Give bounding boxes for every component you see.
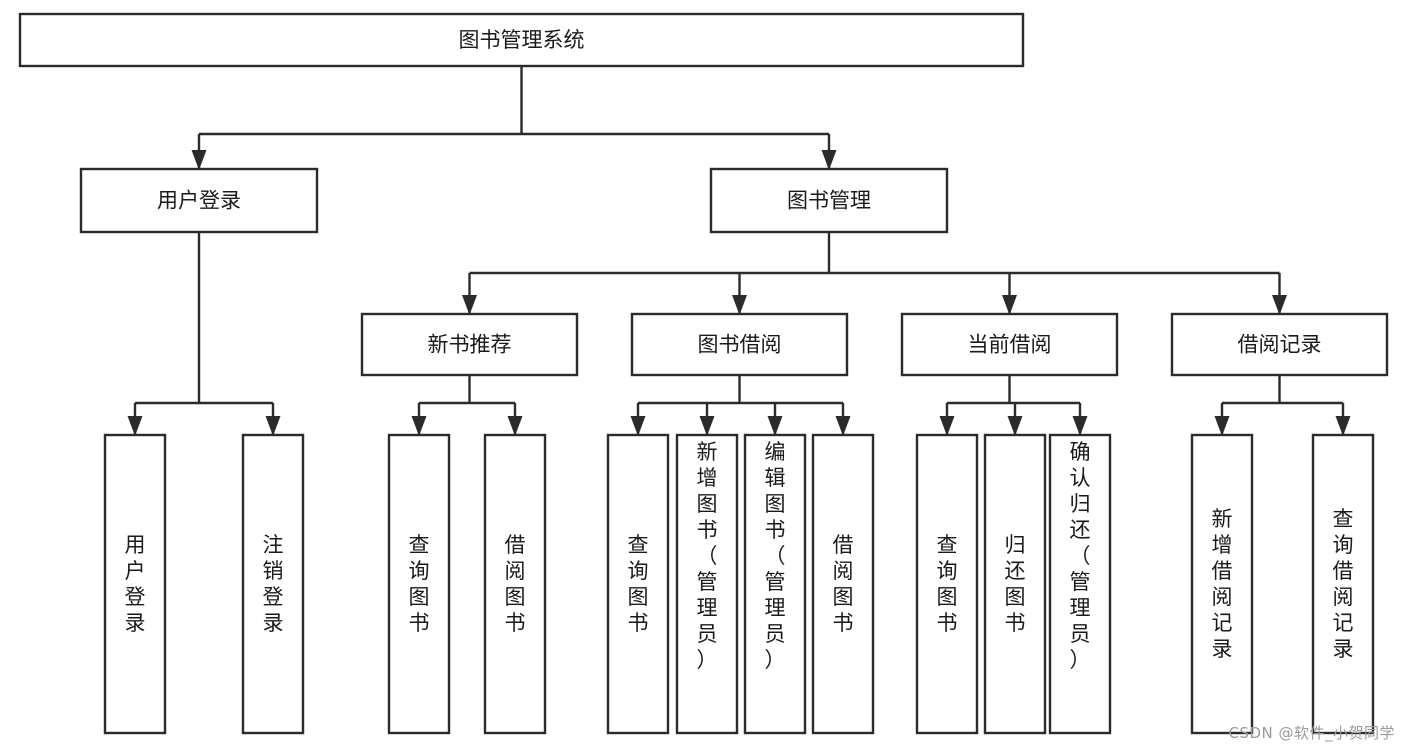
watermark-label: CSDN @软件_小贺同学 — [1228, 724, 1395, 742]
node-label: 注销登录 — [263, 533, 284, 635]
node-layer: 图书管理系统用户登录图书管理新书推荐图书借阅当前借阅借阅记录用户登录注销登录查询… — [18, 12, 1389, 735]
node-user-login[interactable]: 用户登录 — [79, 167, 319, 234]
node-leaf-logout[interactable]: 注销登录 — [241, 433, 305, 735]
node-label: 图书管理 — [787, 189, 871, 213]
node-label: 查询图书 — [937, 533, 958, 635]
node-label: 图书借阅 — [698, 333, 782, 357]
node-box[interactable] — [983, 433, 1047, 735]
node-label: 确认归还（管理员） — [1070, 440, 1091, 672]
node-box[interactable] — [1170, 312, 1389, 377]
node-leaf-edit-book[interactable]: 编辑图书（管理员） — [743, 433, 807, 735]
node-label: 新增借阅记录 — [1212, 507, 1233, 661]
node-label: 借阅图书 — [505, 533, 526, 635]
arrow-head-icon — [127, 416, 143, 436]
arrow-head-icon — [191, 150, 207, 170]
node-leaf-return-book[interactable]: 归还图书 — [983, 433, 1047, 735]
node-label: 新增图书（管理员） — [697, 440, 718, 672]
arrow-head-icon — [265, 416, 281, 436]
node-box[interactable] — [241, 433, 305, 735]
node-leaf-add-book[interactable]: 新增图书（管理员） — [675, 433, 739, 735]
arrow-head-icon — [699, 416, 715, 436]
node-leaf-query-book-cur[interactable]: 查询图书 — [915, 433, 979, 735]
node-book-manage[interactable]: 图书管理 — [709, 167, 949, 234]
arrow-head-icon — [1072, 416, 1088, 436]
node-box[interactable] — [18, 12, 1025, 68]
arrow-head-icon — [1007, 416, 1023, 436]
node-box[interactable] — [743, 433, 807, 735]
arrow-head-icon — [1272, 295, 1287, 315]
node-label: 新书推荐 — [428, 333, 512, 357]
node-box[interactable] — [1048, 433, 1112, 735]
node-leaf-borrow-book[interactable]: 借阅图书 — [811, 433, 875, 735]
node-label: 借阅记录 — [1238, 333, 1322, 357]
node-root-system[interactable]: 图书管理系统 — [18, 12, 1025, 68]
arrow-head-icon — [1002, 295, 1017, 315]
node-leaf-confirm-return[interactable]: 确认归还（管理员） — [1048, 433, 1112, 735]
node-label: 编辑图书（管理员） — [765, 440, 786, 672]
node-label: 当前借阅 — [968, 333, 1052, 357]
arrow-head-icon — [630, 416, 646, 436]
arrow-head-icon — [1335, 416, 1351, 436]
node-leaf-query-record[interactable]: 查询借阅记录 — [1311, 433, 1375, 735]
node-box[interactable] — [360, 312, 579, 377]
node-current-borrow[interactable]: 当前借阅 — [900, 312, 1119, 377]
node-label: 查询借阅记录 — [1333, 507, 1354, 661]
node-label: 用户登录 — [125, 533, 146, 635]
node-borrow-record[interactable]: 借阅记录 — [1170, 312, 1389, 377]
node-box[interactable] — [675, 433, 739, 735]
node-box[interactable] — [1311, 433, 1375, 735]
node-label: 图书管理系统 — [459, 28, 585, 52]
node-box[interactable] — [606, 433, 670, 735]
node-box[interactable] — [709, 167, 949, 234]
arrow-head-icon — [411, 416, 427, 436]
node-box[interactable] — [811, 433, 875, 735]
node-leaf-query-book-rec[interactable]: 查询图书 — [387, 433, 451, 735]
node-box[interactable] — [900, 312, 1119, 377]
node-box[interactable] — [630, 312, 849, 377]
node-leaf-add-record[interactable]: 新增借阅记录 — [1190, 433, 1254, 735]
arrow-head-icon — [732, 295, 747, 315]
node-label: 查询图书 — [628, 533, 649, 635]
node-label: 用户登录 — [157, 189, 241, 213]
arrow-head-icon — [507, 416, 523, 436]
arrow-head-icon — [939, 416, 955, 436]
node-label: 借阅图书 — [833, 533, 854, 635]
arrow-head-icon — [767, 416, 783, 436]
arrow-head-icon — [821, 150, 837, 170]
node-leaf-query-book[interactable]: 查询图书 — [606, 433, 670, 735]
node-leaf-borrow-book-rec[interactable]: 借阅图书 — [483, 433, 547, 735]
node-box[interactable] — [915, 433, 979, 735]
arrow-head-icon — [835, 416, 851, 436]
node-box[interactable] — [103, 433, 167, 735]
arrow-head-icon — [462, 295, 477, 315]
node-label: 归还图书 — [1005, 533, 1026, 635]
node-box[interactable] — [1190, 433, 1254, 735]
arrow-head-icon — [1214, 416, 1230, 436]
node-book-borrow[interactable]: 图书借阅 — [630, 312, 849, 377]
node-label: 查询图书 — [409, 533, 430, 635]
node-box[interactable] — [79, 167, 319, 234]
node-box[interactable] — [387, 433, 451, 735]
connector-layer — [127, 66, 1351, 436]
node-leaf-user-login[interactable]: 用户登录 — [103, 433, 167, 735]
node-box[interactable] — [483, 433, 547, 735]
node-new-book-recommend[interactable]: 新书推荐 — [360, 312, 579, 377]
